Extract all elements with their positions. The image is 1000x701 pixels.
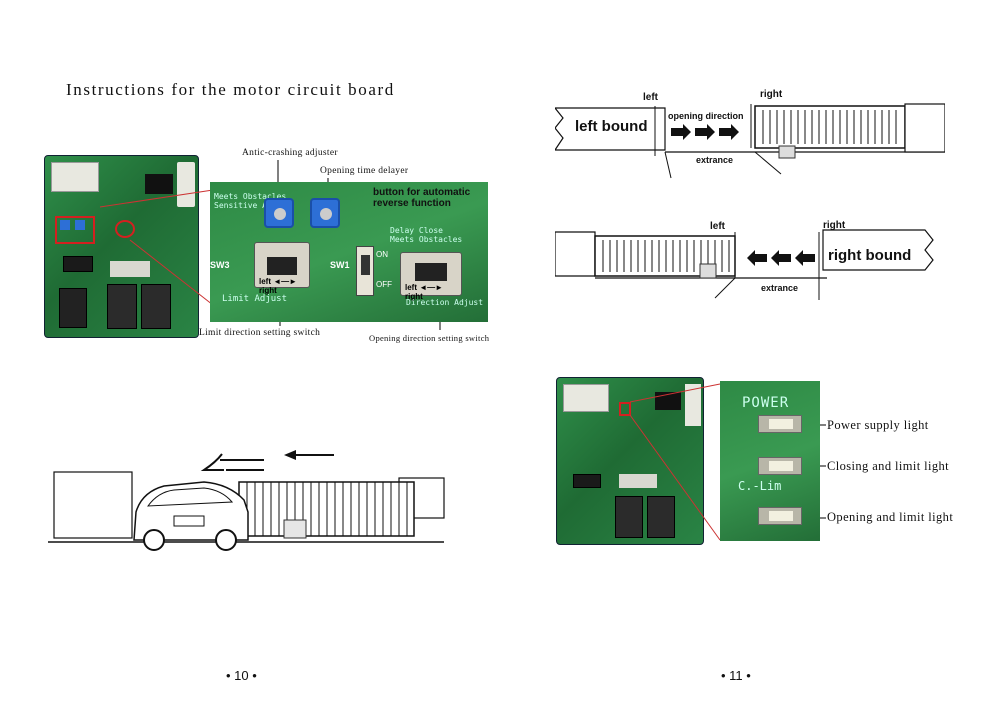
relay: [141, 284, 171, 329]
diag1-extrance-label: extrance: [696, 155, 734, 165]
silk-meets-obstacles: Meets Obstacles: [214, 192, 287, 201]
anti-crash-label: Antic-crashing adjuster: [242, 148, 338, 158]
silk-sensitive-adjust: Sensitive Adjust: [214, 201, 292, 210]
auto-reverse-label: button for automatic reverse function: [373, 187, 471, 209]
right-bound-label: right bound: [828, 247, 912, 264]
delay-pot: [310, 198, 340, 228]
board-closeup-photo: Meets Obstacles Sensitive Adjust Delay C…: [210, 182, 488, 322]
silk-power: POWER: [742, 395, 790, 411]
board-connector: [145, 174, 173, 194]
limit-switch-label: Limit direction setting switch: [199, 328, 321, 338]
small-pot: [60, 220, 70, 230]
switch-left-label: left: [259, 277, 271, 286]
component: [619, 474, 657, 488]
ic-chip: [63, 256, 93, 272]
highlight-box: [619, 402, 631, 416]
board-terminal: [177, 162, 195, 207]
dir-right-label: right: [405, 292, 423, 301]
opening-direction-label: opening direction: [668, 111, 744, 121]
lights-closeup-photo: POWER C.-Lim: [720, 381, 820, 541]
ic-chip: [59, 288, 87, 328]
relay: [647, 496, 675, 538]
board-silk-text-2: Delay Close Meets Obstacles: [390, 226, 462, 244]
power-light-label: Power supply light: [827, 418, 929, 432]
board-silk-text: Meets Obstacles Sensitive Adjust: [214, 192, 291, 210]
opening-light-label: Opening and limit light: [827, 510, 954, 524]
relay: [615, 496, 643, 538]
power-led: [758, 415, 802, 433]
board-connector: [655, 392, 681, 410]
opening-time-label: Opening time delayer: [320, 166, 409, 176]
diag1-left-label: left: [643, 92, 658, 103]
silk-meets-obstacles-2: Meets Obstacles: [390, 235, 463, 244]
left-bound-diagram: [555, 103, 945, 179]
left-bound-label: left bound: [575, 118, 648, 135]
silk-sw3: SW3: [210, 260, 230, 270]
right-bound-diagram: [555, 229, 934, 300]
silk-limit-adjust: Limit Adjust: [222, 294, 288, 304]
page-title: Instructions for the motor circuit board: [66, 80, 395, 99]
silk-direction-adjust: Direction Adjust: [406, 298, 484, 307]
diag1-right-label: right: [760, 89, 783, 100]
limit-switch: left ◄—► right: [254, 242, 310, 295]
closing-light-label: Closing and limit light: [827, 459, 950, 473]
highlight-circle: [115, 220, 135, 238]
silk-sw1: SW1: [330, 260, 350, 270]
anti-crash-pot: [264, 198, 294, 228]
page-number-10: • 10 •: [226, 668, 257, 683]
diag2-extrance-label: extrance: [761, 283, 799, 293]
silk-c-lim: C.-Lim: [738, 479, 782, 493]
board-label-sticker: [563, 384, 609, 412]
page-number-11: • 11 •: [721, 668, 751, 683]
opening-switch-label: Opening direction setting switch: [369, 333, 490, 343]
silk-on: ON: [376, 250, 388, 259]
board-label-sticker: [51, 162, 99, 192]
small-pot: [75, 220, 85, 230]
ic-chip: [573, 474, 601, 488]
direction-switch: left ◄—► right: [400, 252, 462, 301]
component: [110, 261, 150, 277]
circuit-board-photo: [44, 155, 199, 338]
silk-delay-close: Delay Close: [390, 226, 443, 235]
highlight-box: [55, 216, 95, 244]
diag2-right-label: right: [823, 220, 846, 231]
reverse-button: [356, 246, 374, 296]
car-gate-illustration: [48, 450, 445, 551]
closing-led: [758, 457, 802, 475]
board-terminal: [685, 384, 701, 426]
circuit-board-photo-2: [556, 377, 704, 545]
silk-off: OFF: [376, 280, 392, 289]
switch-right-label: right: [259, 286, 277, 295]
opening-led: [758, 507, 802, 525]
relay: [107, 284, 137, 329]
diag2-left-label: left: [710, 221, 725, 232]
dir-left-label: left: [405, 283, 417, 292]
